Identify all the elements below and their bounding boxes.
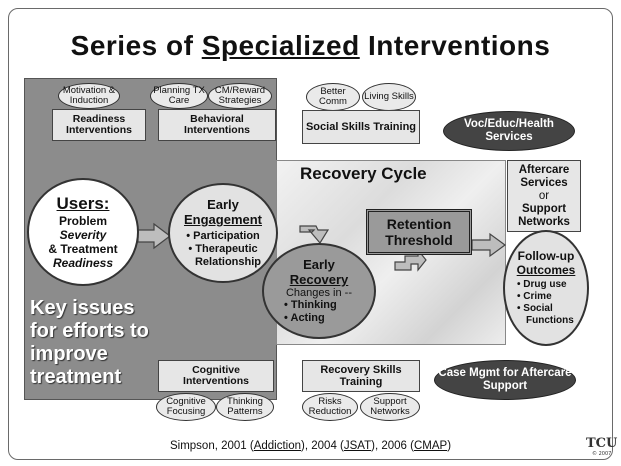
- followup-item: • Social: [517, 303, 553, 314]
- recovery-skills-label: Recovery Skills Training: [320, 364, 402, 388]
- planning-label: Planning TX Care: [153, 85, 205, 106]
- readiness-box: Readiness Interventions: [52, 109, 146, 141]
- title-suffix: Interventions: [359, 30, 551, 61]
- users-line1: Problem: [58, 214, 107, 228]
- thinking-patterns-oval: Thinking Patterns: [216, 393, 274, 421]
- journal-jsat: JSAT: [343, 440, 372, 452]
- living-skills-oval: Living Skills: [362, 83, 416, 111]
- recovery-line1: Early: [303, 257, 335, 272]
- living-skills-label: Living Skills: [364, 91, 414, 102]
- support-networks-oval: Support Networks: [360, 393, 420, 421]
- citation-footer: Simpson, 2001 (Addiction), 2004 (JSAT), …: [0, 440, 621, 452]
- slide-title: Series of Specialized Interventions: [0, 30, 621, 62]
- engagement-line2: Engagement: [183, 212, 262, 227]
- voc-services-oval: Voc/Educ/Health Services: [443, 111, 575, 151]
- recovery-item: • Acting: [284, 312, 325, 324]
- recovery-sub: Changes in --: [285, 287, 353, 299]
- cognitive-label: Cognitive Interventions: [183, 364, 249, 387]
- risks-reduction-oval: Risks Reduction: [302, 393, 358, 421]
- followup-line1: Follow-up: [517, 249, 575, 263]
- voc-services-label: Voc/Educ/Health Services: [464, 118, 554, 143]
- aftercare-box: Aftercare Services or Support Networks: [507, 160, 581, 232]
- engagement-item: • Participation: [186, 230, 260, 242]
- cognitive-box: Cognitive Interventions: [158, 360, 274, 392]
- logo-year: © 2007: [592, 451, 612, 457]
- journal-addiction: Addiction: [253, 440, 302, 452]
- title-underlined: Specialized: [201, 30, 360, 61]
- readiness-label: Readiness Interventions: [66, 113, 132, 136]
- cognitive-focusing-label: Cognitive Focusing: [166, 396, 206, 417]
- footer-text: ), 2006 (: [371, 440, 414, 452]
- followup-line2: Outcomes: [516, 263, 576, 277]
- followup-outcomes-oval: Follow-up Outcomes • Drug use • Crime • …: [503, 230, 589, 346]
- social-skills-box: Social Skills Training: [302, 110, 420, 144]
- users-line2: Severity: [59, 228, 107, 242]
- engagement-line1: Early: [207, 197, 239, 212]
- footer-text: ): [447, 440, 452, 452]
- case-mgmt-oval: Case Mgmt for Aftercare Support: [434, 360, 576, 400]
- footer-text: ), 2004 (: [301, 440, 344, 452]
- engagement-item: Relationship: [194, 256, 261, 268]
- key-issues-line: for efforts to: [30, 320, 149, 342]
- followup-item: • Crime: [517, 291, 552, 302]
- logo-mark: TCU: [586, 436, 618, 451]
- tcu-logo: TCU © 2007: [586, 436, 617, 457]
- planning-oval: Planning TX Care: [150, 83, 208, 109]
- key-issues-line: improve: [30, 343, 108, 365]
- recovery-item: • Thinking: [284, 299, 337, 311]
- support-networks-label: Support Networks: [370, 396, 410, 417]
- early-recovery-oval: Early Recovery Changes in -- • Thinking …: [262, 243, 376, 339]
- motivation-label: Motivation & Induction: [62, 85, 116, 106]
- arrow-recovery-to-retention: [394, 248, 427, 272]
- cognitive-focusing-oval: Cognitive Focusing: [156, 393, 216, 421]
- aftercare-label: Aftercare Services: [518, 163, 570, 189]
- followup-item: • Drug use: [517, 279, 567, 290]
- thinking-patterns-label: Thinking Patterns: [227, 396, 263, 417]
- journal-cmap: CMAP: [413, 440, 448, 452]
- behavioral-label: Behavioral Interventions: [184, 113, 250, 136]
- early-engagement-oval: Early Engagement • Participation • Thera…: [168, 183, 278, 283]
- key-issues-line: treatment: [30, 366, 122, 388]
- cm-reward-label: CM/Reward Strategies: [214, 85, 266, 106]
- aftercare-support-label: Support Networks: [518, 202, 570, 228]
- better-comm-label: Better Comm: [319, 86, 347, 107]
- retention-label: Retention Threshold: [385, 216, 453, 248]
- key-issues-line: Key issues: [30, 297, 135, 319]
- arrow-retention-to-followup: [471, 232, 507, 258]
- behavioral-box: Behavioral Interventions: [158, 109, 276, 141]
- users-heading: Users:: [56, 194, 110, 213]
- users-line4: Readiness: [52, 256, 114, 270]
- recovery-cycle-label: Recovery Cycle: [300, 164, 427, 183]
- aftercare-or-label: or: [538, 189, 550, 202]
- arrow-users-to-engagement: [137, 222, 171, 250]
- key-issues-text: Key issues for efforts to improve treatm…: [30, 297, 149, 389]
- cm-reward-oval: CM/Reward Strategies: [208, 83, 272, 109]
- followup-item: Functions: [526, 315, 574, 326]
- title-prefix: Series of: [70, 30, 202, 61]
- engagement-item: • Therapeutic: [188, 243, 258, 255]
- arrow-engagement-to-recovery: [299, 225, 330, 245]
- users-line3: & Treatment: [48, 242, 118, 256]
- risks-reduction-label: Risks Reduction: [308, 396, 352, 417]
- users-oval: Users: Problem Severity & Treatment Read…: [27, 178, 139, 286]
- recovery-line2: Recovery: [289, 272, 349, 287]
- retention-threshold-box: Retention Threshold: [366, 209, 472, 255]
- better-comm-oval: Better Comm: [306, 83, 360, 111]
- motivation-oval: Motivation & Induction: [58, 83, 120, 109]
- social-skills-label: Social Skills Training: [305, 121, 417, 133]
- recovery-skills-box: Recovery Skills Training: [302, 360, 420, 392]
- footer-text: Simpson, 2001 (: [169, 440, 254, 452]
- case-mgmt-label: Case Mgmt for Aftercare Support: [438, 367, 572, 392]
